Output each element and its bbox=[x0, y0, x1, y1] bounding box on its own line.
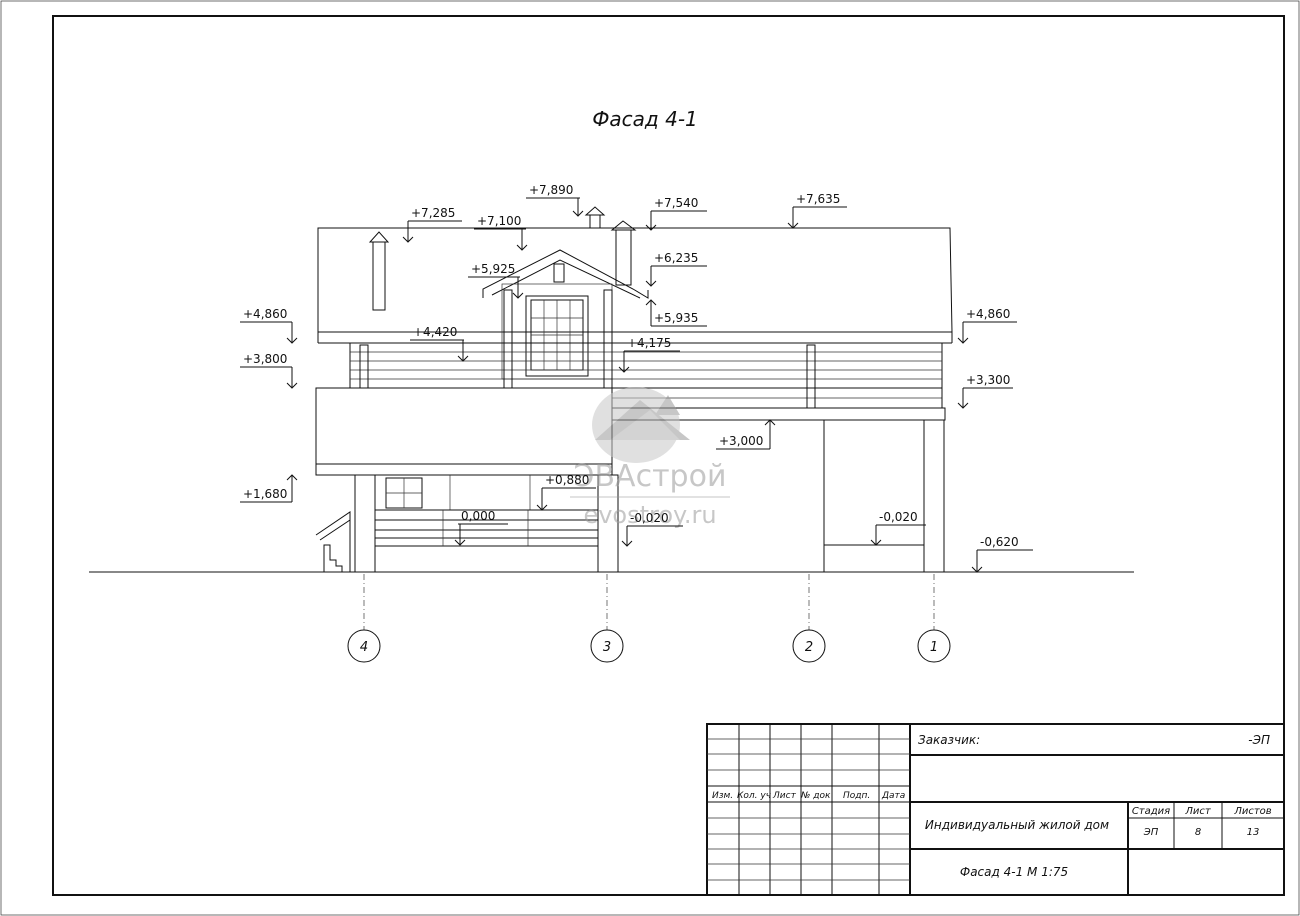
header-izm: Изм. bbox=[712, 791, 733, 801]
elevation-mark: +3,800 bbox=[240, 352, 298, 389]
title-block: Изм. Кол. уч Лист № док Подп. Дата Заказ… bbox=[706, 723, 1285, 896]
elevation-value: +7,890 bbox=[529, 183, 573, 197]
header-doc-num: № док bbox=[800, 791, 831, 801]
customer-label: Заказчик: bbox=[918, 733, 980, 747]
header-kol-uch: Кол. уч bbox=[737, 791, 771, 801]
elevation-value: +7,635 bbox=[796, 192, 840, 206]
axis-marker-1: 1 bbox=[917, 574, 951, 663]
drawing-frame bbox=[52, 15, 1285, 896]
facade-building bbox=[89, 206, 1134, 573]
elevation-mark: +7,285 bbox=[402, 206, 462, 243]
axis-label: 3 bbox=[603, 640, 611, 655]
watermark-site: evostroy.ru bbox=[583, 501, 716, 529]
elevation-mark: +4,860 bbox=[240, 307, 298, 344]
header-list: Лист bbox=[772, 791, 797, 801]
grid-axes: 4 3 2 1 bbox=[347, 574, 951, 663]
revision-table: Изм. Кол. уч Лист № док Подп. Дата bbox=[707, 724, 911, 895]
chimney-mid bbox=[584, 206, 606, 229]
elevation-value: -0,020 bbox=[630, 511, 669, 525]
elevation-value: +1,680 bbox=[243, 487, 287, 501]
axis-label: 4 bbox=[360, 640, 368, 655]
elevation-mark: +5,935 bbox=[645, 299, 707, 327]
drawing-title: Фасад 4-1 bbox=[592, 107, 698, 131]
elevation-value: +5,935 bbox=[654, 311, 698, 325]
elevation-mark: -0,620 bbox=[971, 535, 1033, 573]
elevation-value: +6,235 bbox=[654, 251, 698, 265]
elevation-value: +0,880 bbox=[545, 473, 589, 487]
sheets-value: 13 bbox=[1247, 827, 1260, 838]
elevation-mark: +7,890 bbox=[526, 183, 584, 217]
elevation-mark: +7,540 bbox=[645, 196, 707, 231]
elevation-value: 0,000 bbox=[461, 509, 495, 523]
elevation-mark: -0,020 bbox=[621, 511, 683, 547]
axis-label: 2 bbox=[805, 640, 813, 655]
elevation-value: +4,420 bbox=[413, 325, 457, 339]
sheet-title: Фасад 4-1 М 1:75 bbox=[960, 865, 1068, 879]
elevation-mark: +4,420 bbox=[410, 325, 469, 362]
axis-label: 1 bbox=[930, 640, 938, 655]
header-data: Дата bbox=[881, 791, 905, 801]
chimney-left bbox=[368, 231, 390, 311]
roof bbox=[317, 227, 953, 333]
elevation-value: -0,620 bbox=[980, 535, 1019, 549]
elevation-value: +7,285 bbox=[411, 206, 455, 220]
axis-marker-2: 2 bbox=[792, 574, 826, 663]
elevation-mark: +7,100 bbox=[474, 214, 528, 251]
elevation-mark: +7,635 bbox=[787, 192, 847, 229]
stage-value: ЭП bbox=[1143, 827, 1159, 838]
terrace-posts bbox=[618, 419, 945, 573]
elevation-value: +4,860 bbox=[243, 307, 287, 321]
elevation-value: +7,540 bbox=[654, 196, 698, 210]
axis-marker-3: 3 bbox=[590, 574, 624, 663]
elevation-value: +3,800 bbox=[243, 352, 287, 366]
elevation-value: -0,020 bbox=[879, 510, 918, 524]
elevation-marks: +7,890 +7,540 +7,635 +7,285 +7,100 +6,235 +5,9… bbox=[240, 183, 1033, 573]
elevation-value: +7,100 bbox=[477, 214, 521, 228]
elevation-mark: +4,175 bbox=[618, 336, 680, 373]
elevation-mark: +6,235 bbox=[645, 251, 707, 287]
elevation-mark: +3,000 bbox=[716, 419, 776, 450]
doc-code: -ЭП bbox=[1248, 733, 1270, 747]
stage-label: Стадия bbox=[1132, 806, 1170, 817]
elevation-mark: +1,680 bbox=[240, 474, 298, 503]
elevation-mark: +4,860 bbox=[957, 307, 1017, 344]
ground-floor bbox=[315, 387, 619, 573]
elevation-value: +3,000 bbox=[719, 434, 763, 448]
project-name: Индивидуальный жилой дом bbox=[925, 818, 1109, 832]
elevation-mark: +3,300 bbox=[957, 373, 1013, 409]
sheets-label: Листов bbox=[1233, 806, 1271, 817]
chimney-right bbox=[610, 220, 637, 286]
elevation-value: +4,175 bbox=[627, 336, 671, 350]
elevation-value: +3,300 bbox=[966, 373, 1010, 387]
elevation-mark: 0,000 bbox=[454, 509, 508, 546]
watermark-brand: ЭВАстрой bbox=[574, 459, 727, 494]
sheet-label: Лист bbox=[1184, 806, 1212, 817]
elevation-value: +5,925 bbox=[471, 262, 515, 276]
elevation-mark: +0,880 bbox=[536, 473, 596, 511]
axis-marker-4: 4 bbox=[347, 574, 381, 663]
header-podp: Подп. bbox=[843, 791, 870, 801]
elevation-mark: -0,020 bbox=[870, 510, 926, 546]
sheet-value: 8 bbox=[1195, 827, 1201, 838]
watermark-logo: ЭВАстрой evostroy.ru bbox=[570, 387, 730, 529]
elevation-mark: +5,925 bbox=[468, 262, 524, 299]
elevation-value: +4,860 bbox=[966, 307, 1010, 321]
